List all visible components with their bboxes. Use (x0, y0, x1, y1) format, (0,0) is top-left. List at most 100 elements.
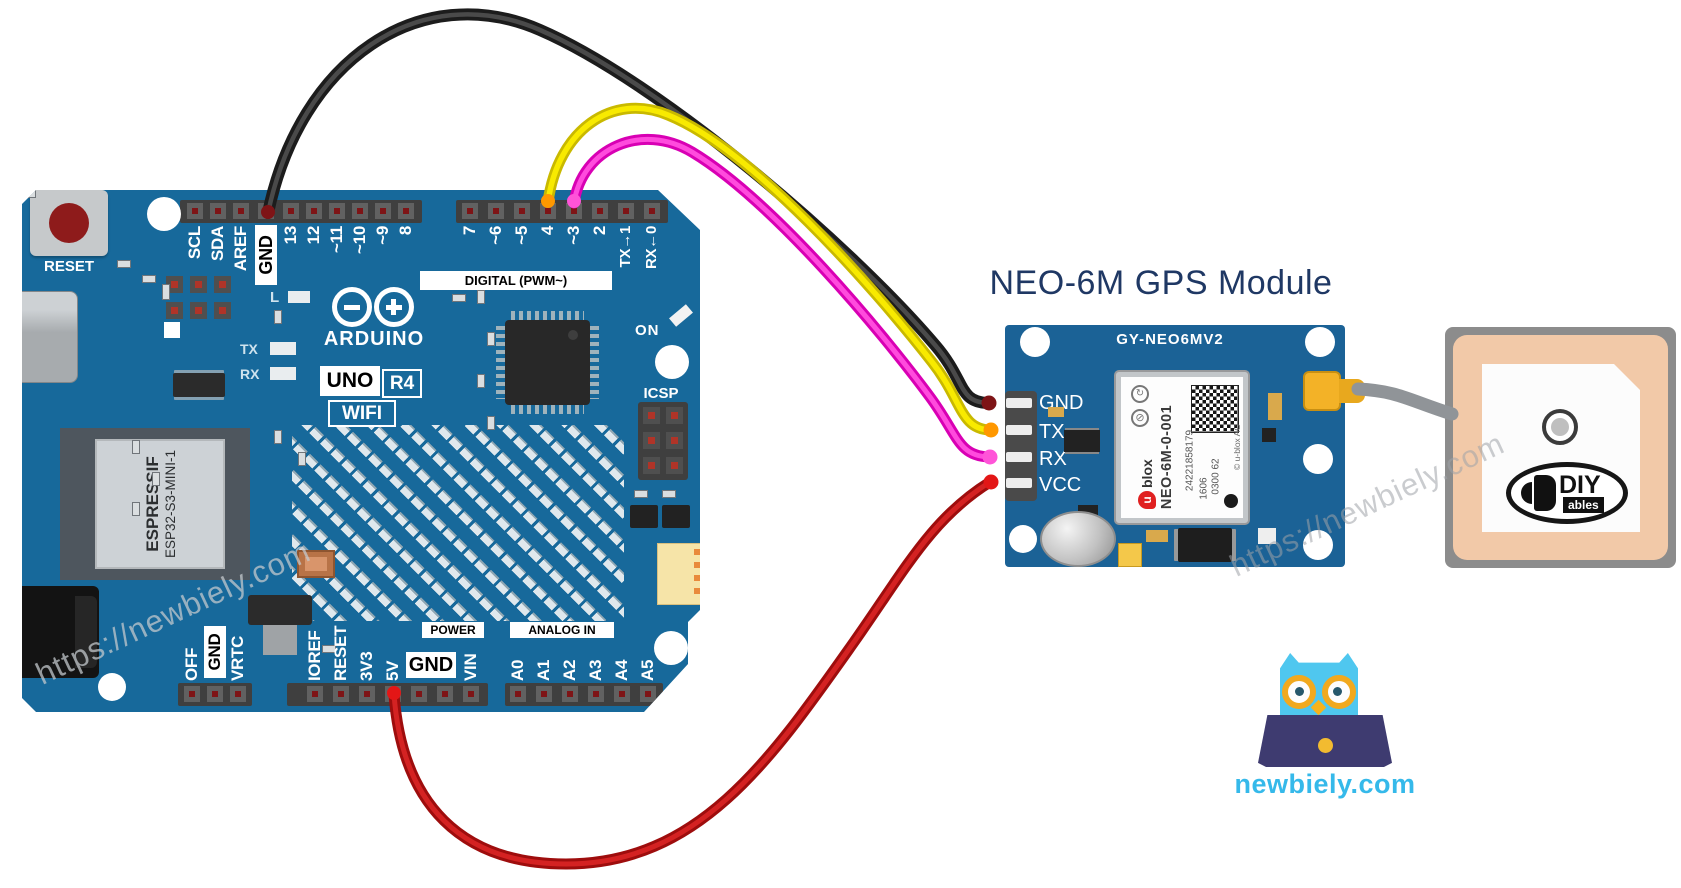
mount-hole (98, 673, 126, 701)
gps-pin-label-tx: TX (1039, 421, 1065, 443)
analog-header (505, 683, 663, 706)
pin-vrtc (230, 686, 246, 702)
pin-7 (462, 203, 478, 219)
pin-aref (233, 203, 249, 219)
power-header-left (178, 683, 252, 706)
pin-a3 (588, 686, 604, 702)
esp32-module: ESPRESSIF ESP32-S3-MINI-1 (60, 428, 250, 580)
led-rx (270, 367, 296, 380)
digital-pwm-strip: DIGITAL (PWM~) (420, 271, 612, 290)
usb-connector (22, 291, 78, 383)
owl-glasses-icon (1282, 675, 1316, 709)
cert-icon: ↻ (1131, 385, 1149, 403)
pin-1 (618, 203, 634, 219)
arduino-logo-icon (374, 287, 414, 327)
hatch-pattern (292, 425, 624, 621)
mcu-chip (496, 311, 599, 414)
smd-cap (1146, 530, 1168, 542)
pin-vin (463, 686, 479, 702)
pin-3 (566, 203, 582, 219)
diyables-logo: DIY ables (1506, 462, 1628, 524)
pin-a0 (510, 686, 526, 702)
regulator-tab (263, 625, 297, 655)
antenna-cable (1351, 382, 1459, 421)
gps-pin-gnd (1006, 398, 1032, 408)
laptop-icon (1258, 715, 1392, 767)
pin-a4 (614, 686, 630, 702)
reset-button-cap (49, 203, 89, 243)
pin-11 (329, 203, 345, 219)
wire-end (983, 474, 999, 490)
owl-eye-icon (1333, 687, 1342, 696)
mount-hole (654, 631, 688, 665)
wire-end (982, 449, 998, 465)
cert-icon: ⊘ (1131, 409, 1149, 427)
icsp-label: ICSP (643, 385, 679, 402)
smd-cap (1048, 407, 1064, 417)
wire-end (983, 422, 999, 438)
mount-hole (1009, 525, 1037, 553)
wire-gnd (265, 12, 991, 406)
pin-sda (210, 203, 226, 219)
led-rx-label: RX (240, 366, 260, 382)
smd-ic (1064, 430, 1100, 452)
digital-header-right (456, 200, 668, 223)
diyables-logo-icon (1534, 475, 1556, 511)
wire-end (567, 194, 581, 208)
edge-connector (657, 543, 700, 605)
diyables-logo-sub: ables (1563, 497, 1604, 513)
pin-gnd-bc2 (437, 686, 453, 702)
crystal (297, 550, 335, 578)
brand-site: newbiely.com (1234, 769, 1416, 799)
wire-vcc-outline (388, 476, 996, 870)
pin-0 (644, 203, 660, 219)
pin-12 (306, 203, 322, 219)
wire-end (387, 686, 401, 700)
mount-hole (655, 345, 689, 379)
pin-3v3 (359, 686, 375, 702)
pin-a5 (640, 686, 656, 702)
arduino-board: SCL SDA AREF GND 13 12 ~11 ~10 ~9 8 7 ~6… (22, 190, 700, 712)
ublox-chip: ↻ ⊘ NEO-6M-0-001 24221858179 1606 0300 6… (1116, 372, 1248, 523)
wire-rx-outline (568, 133, 995, 463)
transistor (630, 505, 658, 528)
backup-battery (1040, 511, 1116, 567)
mount-hole (1303, 530, 1333, 560)
wire-gnd-outline (262, 8, 994, 409)
soic-chip (173, 373, 225, 397)
qwiic-header (166, 276, 232, 320)
smd-cap (1268, 393, 1282, 420)
smd-cap-yellow (1118, 543, 1142, 567)
owl-eye-icon (1295, 687, 1304, 696)
pin-a2 (562, 686, 578, 702)
pin-a1 (536, 686, 552, 702)
pin-scl (187, 203, 203, 219)
eeprom-chip (1178, 528, 1232, 562)
mount-hole (1305, 327, 1335, 357)
logo-minus (344, 305, 360, 310)
wire-rx (571, 136, 992, 460)
pin-9 (375, 203, 391, 219)
reset-label: RESET (43, 258, 94, 275)
model-r4: R4 (382, 369, 422, 398)
reset-button (30, 190, 108, 256)
antenna-feed-point (1542, 409, 1578, 445)
gps-antenna: DIY ables (1445, 327, 1676, 568)
gps-pin-vcc (1006, 478, 1032, 488)
owl-glasses-icon (1322, 675, 1356, 709)
on-led-label: ON (635, 322, 660, 339)
power-jack (22, 586, 99, 678)
smd-cap (1258, 528, 1276, 544)
wire-end (261, 205, 275, 219)
analog-strip-label: ANALOG IN (510, 622, 614, 638)
mount-hole (1020, 327, 1050, 357)
pin-10 (352, 203, 368, 219)
voltage-regulator (248, 595, 312, 625)
mount-hole (1303, 444, 1333, 474)
smd-cap (1262, 428, 1276, 442)
datamatrix-icon (1191, 385, 1239, 433)
transistor (662, 505, 690, 528)
led-tx-label: TX (240, 341, 258, 357)
